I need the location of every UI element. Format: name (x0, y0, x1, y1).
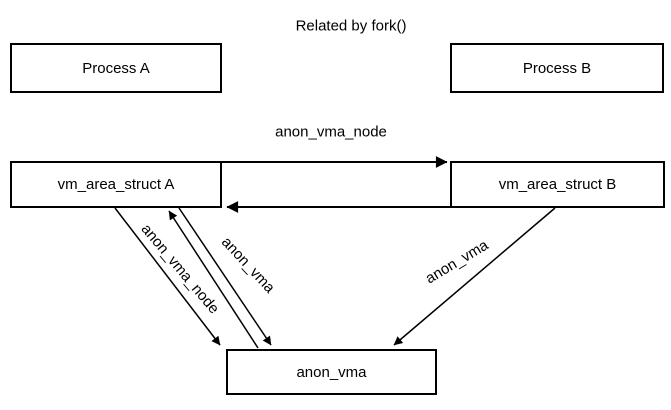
box-vm-area-struct-a: vm_area_struct A (10, 161, 222, 208)
diagram-title: Related by fork() (295, 17, 407, 35)
edge-anon-vma-right (393, 207, 556, 346)
box-process-a: Process A (10, 43, 222, 93)
edge-anon-vma-up (168, 210, 259, 349)
box-vm-area-struct-b: vm_area_struct B (450, 161, 665, 208)
edge-label-anon-vma-node-top: anon_vma_node (275, 123, 387, 141)
edge-anon-vma-node-left (114, 207, 221, 346)
edge-anon-vma-down (178, 207, 272, 346)
box-anon-vma: anon_vma (226, 349, 437, 395)
box-process-b: Process B (450, 43, 664, 93)
